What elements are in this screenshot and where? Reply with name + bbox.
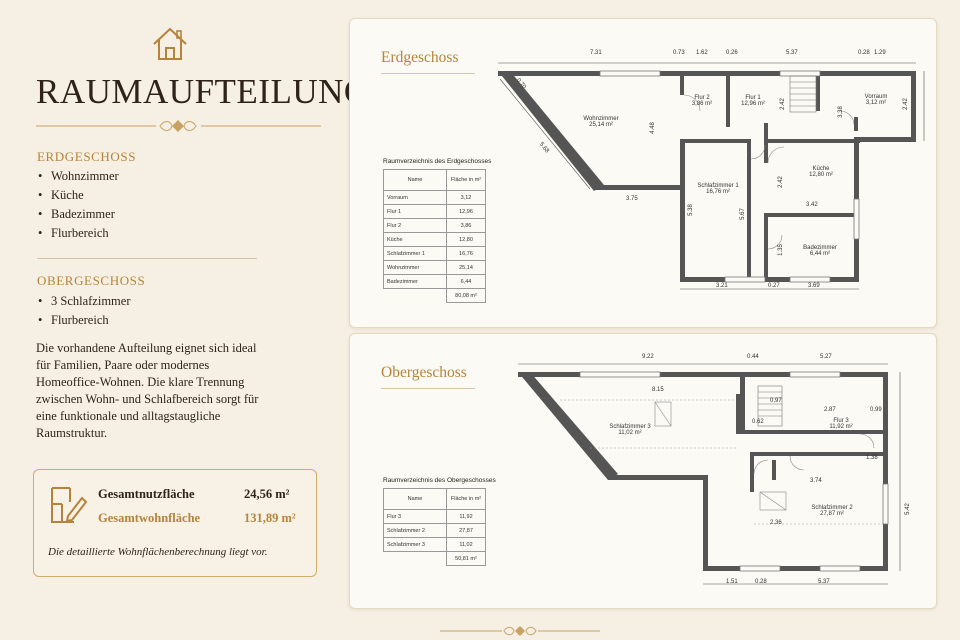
dim-label: 7.31 <box>590 50 602 56</box>
dim-label: 0.97 <box>770 398 782 404</box>
dim-label: 5.27 <box>820 354 832 360</box>
dim-label: 5.37 <box>786 50 798 56</box>
title-underline <box>381 73 475 74</box>
erdgeschoss-list: •Wohnzimmer •Küche •Badezimmer •Flurbere… <box>38 167 119 243</box>
dim-label: 2.42 <box>777 176 784 188</box>
wohnflaeche-label: Gesamtwohnfläche <box>98 511 201 525</box>
dim-label: 2.42 <box>902 98 909 110</box>
floorplan-pen-icon <box>51 487 88 523</box>
description-text: Die vorhandene Aufteilung eignet sich id… <box>36 341 259 440</box>
table-total-row: 80,08 m² <box>384 288 486 303</box>
dim-label: 5.37 <box>818 579 830 585</box>
dim-label: 2.42 <box>779 98 786 110</box>
erdgeschoss-card-title: Erdgeschoss <box>381 49 459 66</box>
obergeschoss-card-title: Obergeschoss <box>381 364 467 381</box>
erdgeschoss-heading: ERDGESCHOSS <box>37 149 137 164</box>
dim-label: 2.87 <box>824 407 836 413</box>
list-item: •Flurbereich <box>38 313 109 327</box>
room-table-title: Raumverzeichnis des Obergeschosses <box>383 477 496 484</box>
erdgeschoss-floorplan <box>498 62 925 290</box>
obergeschoss-heading: OBERGESCHOSS <box>37 273 146 288</box>
dim-label: 8.15 <box>652 387 664 393</box>
dim-label: 0.73 <box>673 50 685 56</box>
title-underline <box>381 388 475 389</box>
obergeschoss-card: Obergeschoss <box>349 333 937 609</box>
bottom-ornament <box>440 626 600 636</box>
dim-label: 0.99 <box>870 407 882 413</box>
dim-label: 0.28 <box>755 579 767 585</box>
dim-label: 0.26 <box>726 50 738 56</box>
dim-label: 5.38 <box>687 204 694 216</box>
obergeschoss-list: •3 Schlafzimmer •Flurbereich <box>38 292 131 330</box>
dim-label: 0.62 <box>752 419 764 425</box>
dim-label: 0.44 <box>747 354 759 360</box>
dim-label: 1.35 <box>777 244 784 256</box>
dim-label: 3.21 <box>716 283 728 289</box>
room-table-title: Raumverzeichnis des Erdgeschosses <box>383 158 492 165</box>
dim-label: 1.38 <box>866 455 878 461</box>
dim-label: 3.69 <box>808 283 820 289</box>
wohnflaeche-value: 131,89 m² <box>244 511 296 525</box>
list-item: •Flurbereich <box>38 226 109 240</box>
dim-label: 2.36 <box>770 520 782 526</box>
dim-label: 1.51 <box>726 579 738 585</box>
summary-note: Die detaillierte Wohnflächenberechnung l… <box>48 546 268 558</box>
list-item: •Küche <box>38 188 84 202</box>
dim-label: 3.42 <box>806 202 818 208</box>
title-ornament <box>36 120 321 132</box>
dim-label: 9.22 <box>642 354 654 360</box>
nutzflaeche-value: 24,56 m² <box>244 487 290 501</box>
dim-label: 3.38 <box>837 106 844 118</box>
list-item: •Wohnzimmer <box>38 169 119 183</box>
dim-label: 1.62 <box>696 50 708 56</box>
dim-label: 5.67 <box>739 208 746 220</box>
table-total-row: 50,81 m² <box>384 551 486 566</box>
dim-label: 0.28 <box>858 50 870 56</box>
dim-label: 5.42 <box>904 503 911 515</box>
dim-label: 3.74 <box>810 478 822 484</box>
area-summary-box: Gesamtnutzfläche 24,56 m² Gesamtwohnfläc… <box>33 469 317 577</box>
erdgeschoss-card: Erdgeschoss <box>349 18 937 328</box>
obergeschoss-floorplan <box>518 363 901 585</box>
list-item: •3 Schlafzimmer <box>38 294 131 308</box>
dim-label: 3.75 <box>626 196 638 202</box>
list-item: •Badezimmer <box>38 207 115 221</box>
house-icon <box>153 27 187 60</box>
dim-label: 1.29 <box>874 50 886 56</box>
dim-label: 0.27 <box>768 283 780 289</box>
section-divider <box>37 258 257 259</box>
left-panel: RAUMAUFTEILUNG ERDGESCHOSS •Wohnzimmer •… <box>0 0 369 640</box>
nutzflaeche-label: Gesamtnutzfläche <box>98 487 195 501</box>
dim-label: 4.48 <box>649 122 656 134</box>
page-title: RAUMAUFTEILUNG <box>36 72 370 111</box>
